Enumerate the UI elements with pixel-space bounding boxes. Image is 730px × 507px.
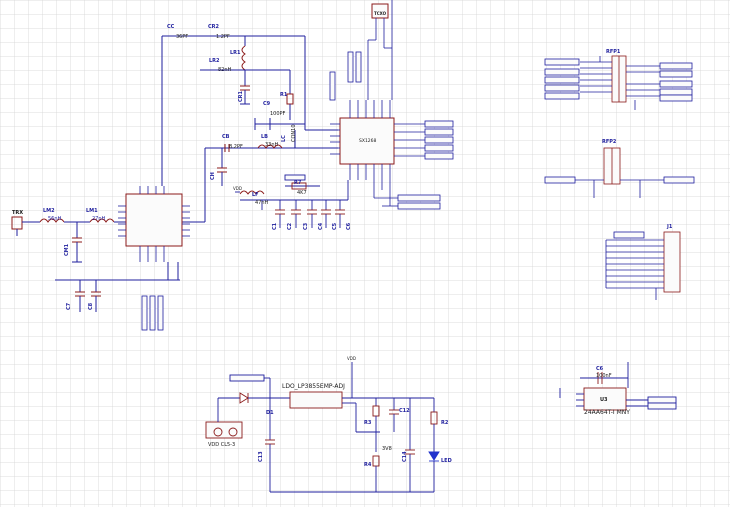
c9-label: C9: [263, 101, 271, 107]
cc-value: 36PF: [176, 34, 188, 40]
rfp2-label: RFP2: [602, 139, 617, 145]
c8-label: C8: [88, 302, 94, 310]
cc-label: CC: [167, 24, 175, 30]
rfp1-label: RFP1: [606, 49, 621, 55]
supply-vdd-label: VDD: [233, 186, 242, 191]
lc-value: CON10: [291, 124, 297, 142]
cb-value: 8.2PF: [229, 144, 243, 150]
vref-label: 3V8: [382, 446, 392, 452]
r2-label: R2: [441, 420, 449, 426]
j1-label: J1: [666, 224, 673, 230]
cb-label: CB: [222, 134, 230, 140]
eeprom-section: [559, 362, 677, 411]
led-label: LED: [441, 458, 452, 464]
antenna-label: TRX: [12, 210, 23, 216]
lf-label: LF: [252, 192, 259, 198]
lr1-label: LR1: [230, 50, 241, 56]
cap-label: C2: [287, 222, 293, 230]
cap-label: C3: [303, 222, 309, 230]
c14-label: C14: [402, 451, 408, 462]
cap-label: C1: [272, 222, 278, 230]
lb-value: 33nH: [265, 142, 279, 148]
r1-label: R1: [280, 92, 288, 98]
c7-label: C7: [66, 302, 72, 310]
lm2-value: 56nH: [48, 216, 62, 222]
eeprom-ref: U3: [600, 397, 608, 403]
cap-label: C4: [318, 222, 324, 230]
power-vdd-label: VDD: [347, 356, 356, 361]
ch-label: CH: [210, 172, 216, 180]
supply-decoupling: [235, 174, 349, 228]
r4-label: R4: [364, 462, 372, 468]
power-section: [205, 362, 440, 493]
rf-matching-section: [11, 35, 338, 312]
eeprom-part: 24AA64T-I MNY: [584, 409, 630, 416]
rfp2-connector: [544, 147, 695, 198]
cr2-value: 1.2PF: [216, 34, 230, 40]
r7-value: 4K7: [297, 190, 307, 196]
tcxo-label: TCXO: [374, 11, 387, 16]
c13-label: C13: [258, 451, 264, 462]
r3-label: R3: [364, 420, 372, 426]
ldo-label: LDO_LP3855EMP-ADJ: [282, 383, 345, 390]
cap-label: C6: [346, 222, 352, 230]
cr2-label: CR2: [208, 24, 220, 30]
cr1-label: CR1: [238, 90, 244, 102]
pa-chip-symbol: [329, 0, 454, 210]
lr2-value: 82nH: [218, 67, 232, 73]
rfp1-connector: [544, 55, 693, 110]
pa-chip-name: SX1268: [359, 138, 377, 144]
lm1-value: 27nH: [92, 216, 106, 222]
cap-label: C5: [332, 222, 338, 230]
lf-value: 47nH: [255, 200, 269, 206]
cm1-label: CM1: [64, 243, 70, 256]
vdd-connector-label: VDD CL5-3: [208, 442, 235, 448]
j1-connector: [605, 231, 681, 300]
r7-label: R7: [294, 180, 302, 186]
eeprom-cap-label: C6: [596, 366, 604, 372]
eeprom-cap-value: 100nF: [596, 373, 612, 379]
c9-value: 100PF: [270, 111, 286, 117]
lc-label: LC: [281, 135, 287, 142]
lm2-label: LM2: [43, 208, 55, 214]
lm1-label: LM1: [86, 208, 98, 214]
d1-label: D1: [266, 410, 274, 416]
rf-switch-chip: [118, 186, 190, 331]
lr2-label: LR2: [209, 58, 220, 64]
lb-label: LB: [261, 134, 268, 140]
c12-label: C12: [399, 408, 410, 414]
